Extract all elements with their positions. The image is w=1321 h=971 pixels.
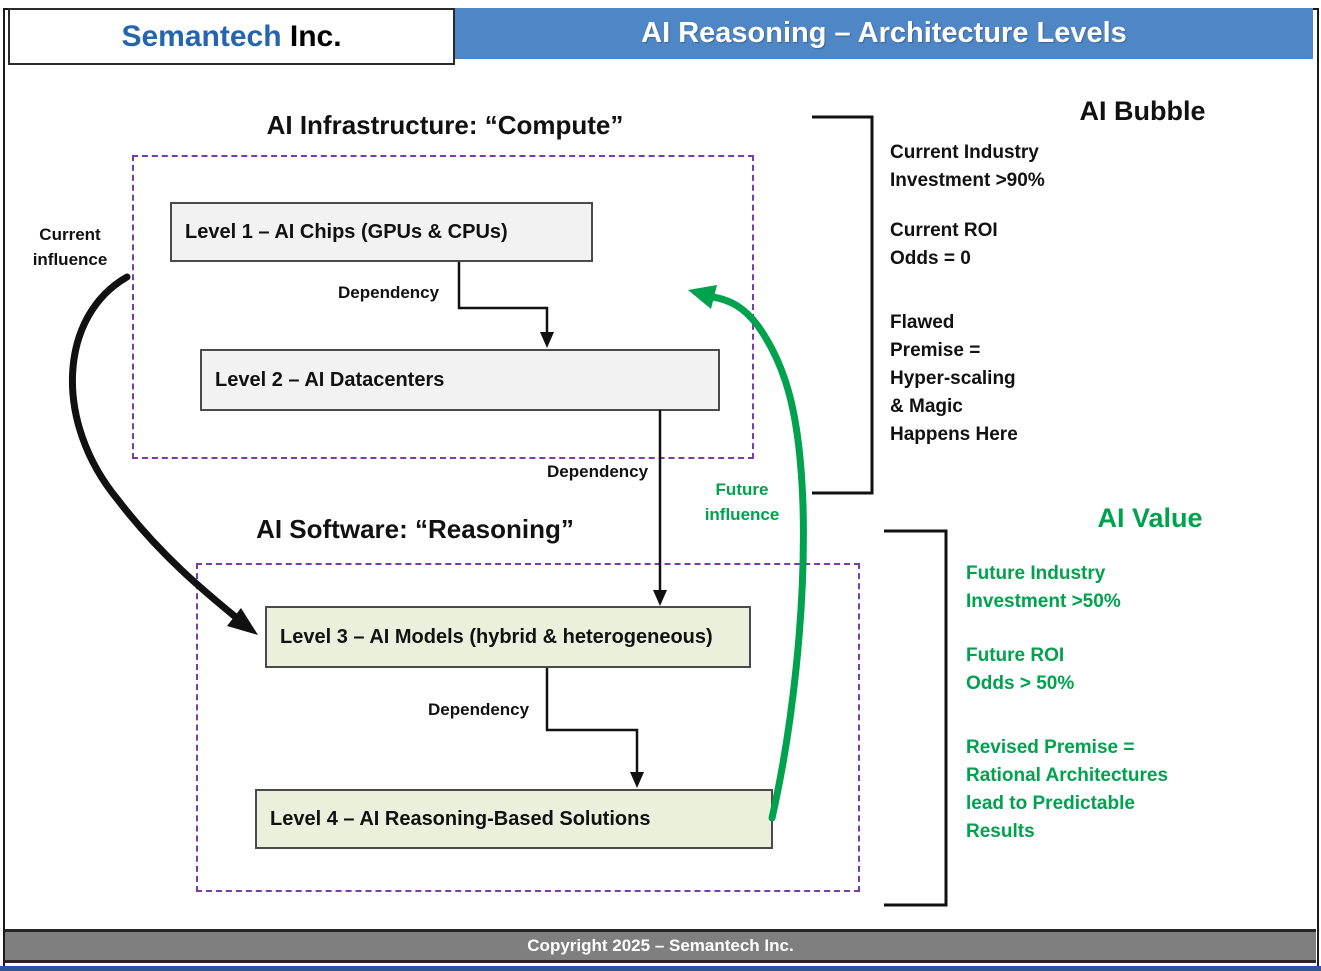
value-paragraph-3: Revised Premise = Rational Architectures… bbox=[966, 737, 1169, 842]
compute-group-box bbox=[132, 155, 754, 459]
ai-bubble-heading: AI Bubble bbox=[1079, 96, 1206, 126]
value-paragraph-1: Future Industry Investment >50% bbox=[966, 563, 1121, 612]
bubble-paragraph-1: Current Industry Investment >90% bbox=[890, 142, 1045, 191]
logo-box: Semantech Inc. bbox=[8, 8, 455, 65]
level-4-label: Level 4 – AI Reasoning-Based Solutions bbox=[270, 807, 651, 830]
brand-name: Semantech bbox=[121, 19, 282, 53]
level-3-box: Level 3 – AI Models (hybrid & heterogene… bbox=[265, 606, 751, 668]
level-1-label: Level 1 – AI Chips (GPUs & CPUs) bbox=[185, 220, 508, 243]
brand-suffix: Inc. bbox=[281, 19, 342, 53]
level-2-box: Level 2 – AI Datacenters bbox=[200, 349, 720, 411]
current-influence-label: Current influence bbox=[32, 225, 108, 269]
level-4-box: Level 4 – AI Reasoning-Based Solutions bbox=[255, 789, 773, 849]
footer-bar: Copyright 2025 – Semantech Inc. bbox=[5, 929, 1316, 963]
title-banner: AI Reasoning – Architecture Levels bbox=[455, 8, 1313, 59]
value-paragraph-2: Future ROI Odds > 50% bbox=[966, 645, 1075, 694]
bottom-accent-strip bbox=[0, 966, 1321, 971]
level-2-label: Level 2 – AI Datacenters bbox=[215, 368, 445, 391]
compute-section-title: AI Infrastructure: “Compute” bbox=[266, 110, 624, 140]
dependency-label-3: Dependency bbox=[428, 700, 530, 719]
page-title: AI Reasoning – Architecture Levels bbox=[641, 17, 1127, 49]
reasoning-group-box bbox=[196, 563, 860, 892]
bubble-paragraph-2: Current ROI Odds = 0 bbox=[890, 220, 998, 269]
copyright-text: Copyright 2025 – Semantech Inc. bbox=[527, 936, 794, 955]
future-influence-label: Future influence bbox=[704, 480, 780, 524]
dependency-label-1: Dependency bbox=[338, 283, 440, 302]
dependency-label-2: Dependency bbox=[547, 462, 649, 481]
ai-value-heading: AI Value bbox=[1097, 503, 1203, 533]
level-1-box: Level 1 – AI Chips (GPUs & CPUs) bbox=[170, 202, 593, 262]
level-3-label: Level 3 – AI Models (hybrid & heterogene… bbox=[280, 625, 713, 648]
bubble-paragraph-3: Flawed Premise = Hyper-scaling & Magic H… bbox=[890, 312, 1018, 445]
reasoning-section-title: AI Software: “Reasoning” bbox=[256, 514, 574, 544]
